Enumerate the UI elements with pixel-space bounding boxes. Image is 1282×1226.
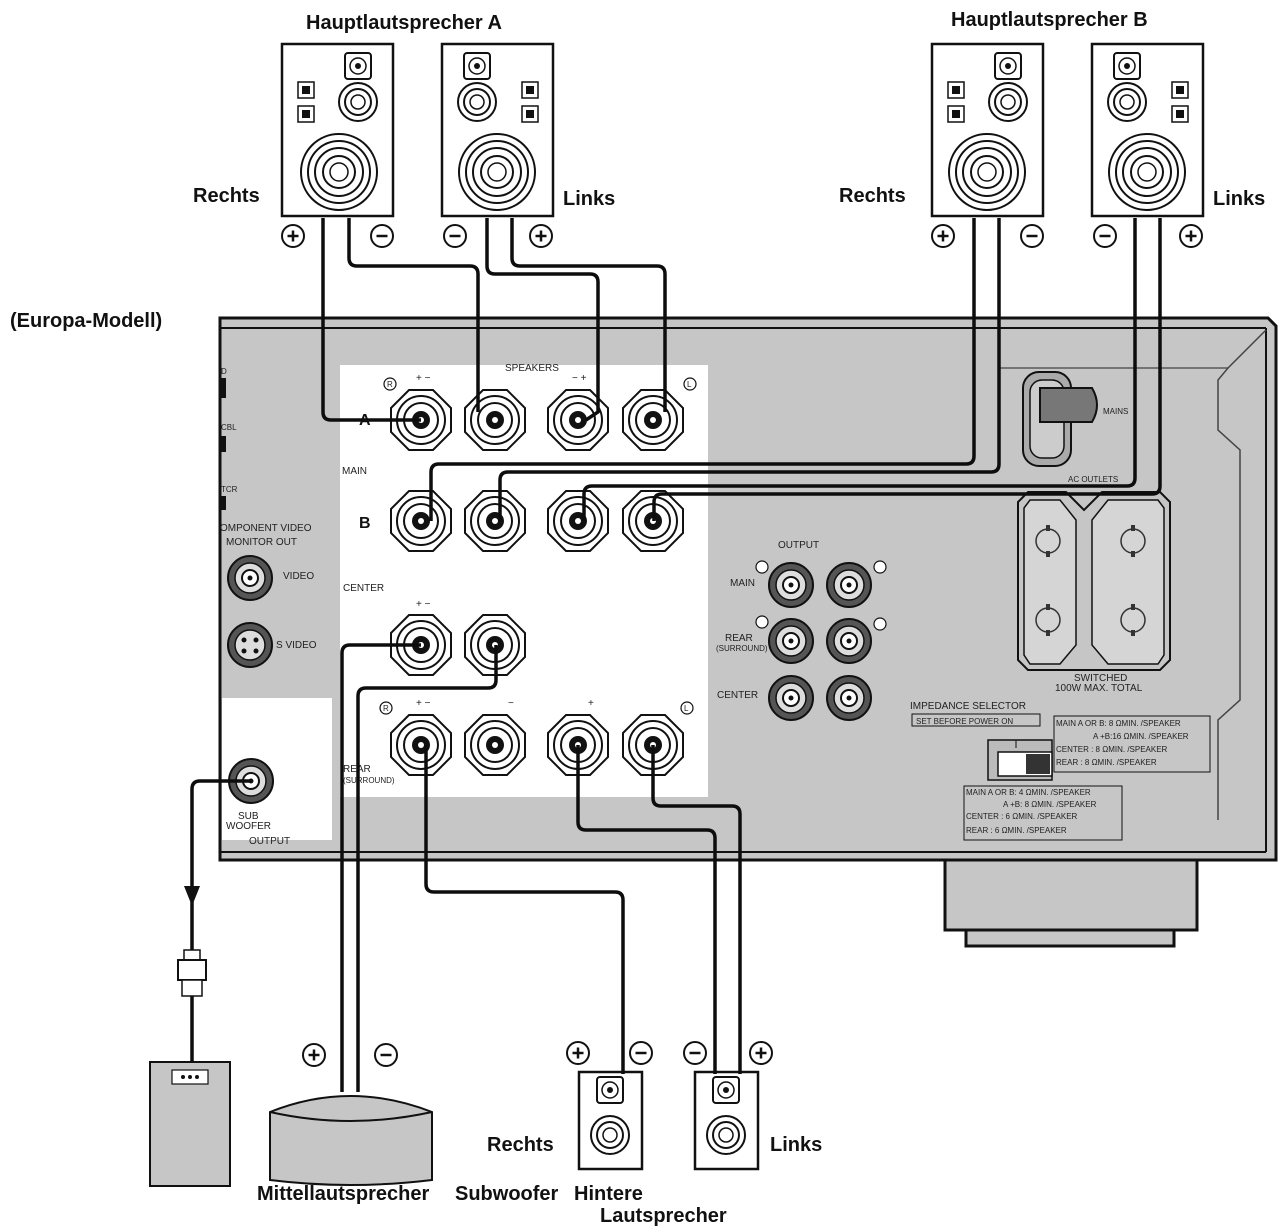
svg-text:MAIN: MAIN [730,578,755,589]
svg-text:OMPONENT VIDEO: OMPONENT VIDEO [220,523,312,534]
ch-l-tag-rear: L [680,701,694,715]
svg-text:REAR : 6 ΩMIN. /SPEAKE: REAR : 6 ΩMIN. /SPEAKER [966,826,1067,835]
svg-text:+ −: + − [416,698,431,709]
svg-text:REAR : 8 ΩMIN. /SPEAKE: REAR : 8 ΩMIN. /SPEAKER [1056,758,1157,767]
svg-text:WOOFER: WOOFER [226,821,271,832]
ch-r-tag-rear: R [379,701,393,715]
subwoofer-device [149,1061,231,1187]
label-rear-left: Links [770,1134,822,1156]
svg-text:SPEAKERS: SPEAKERS [505,363,559,374]
svg-text:SUB: SUB [238,811,259,822]
terminal-b-l-minus[interactable] [547,490,609,552]
svg-text:(SURROUND): (SURROUND) [716,644,768,653]
svg-text:CENTER : 8 ΩMIN. /SPEAKER: CENTER : 8 ΩMIN. /SPEAKER [1056,745,1168,754]
svg-text:D: D [221,367,227,376]
label-b-left: Links [1213,188,1265,210]
svg-text:TCR: TCR [221,485,238,494]
diagram-labels: Hauptlautsprecher A Hauptlautsprecher B … [10,9,1265,1226]
main-out-l-jack[interactable] [826,562,872,608]
svg-text:S VIDEO: S VIDEO [276,640,317,651]
svg-text:R: R [383,704,389,713]
speaker-b-left [1090,42,1205,218]
svg-text:A +B: 8 ΩMIN. /SPEAKER: A +B: 8 ΩMIN. /SPEAKER [1003,800,1097,809]
speaker-b-right [930,42,1045,218]
svg-text:MAIN A OR B: 8 ΩMIN. /SPEAKER: MAIN A OR B: 8 ΩMIN. /SPEAKER [1056,719,1181,728]
terminal-a-l-plus[interactable] [622,389,684,451]
rear-out-l-jack[interactable] [826,618,872,664]
svg-text:MAIN A OR B: 4 ΩMIN. /SPEAKER: MAIN A OR B: 4 ΩMIN. /SPEAKER [966,788,1091,797]
s-video-jack[interactable] [227,622,273,668]
speaker-a-right [280,42,395,218]
svg-text:(SURROUND): (SURROUND) [343,776,395,785]
label-a-left: Links [563,188,615,210]
ch-l-tag-main: L [683,377,697,391]
video-jack[interactable] [227,555,273,601]
ac-outlets: AC OUTLETS SWITCHED 100W MAX. TOTAL [1017,475,1171,694]
label-rear-right: Rechts [487,1134,554,1156]
terminal-b-r-plus[interactable] [390,490,452,552]
svg-text:R: R [387,380,393,389]
svg-text:OUTPUT: OUTPUT [249,836,290,847]
model-note: (Europa-Modell) [10,310,162,332]
terminal-rear-r-plus[interactable] [390,714,452,776]
impedance-selector: IMPEDANCE SELECTOR SET BEFORE POWER ON M… [910,701,1211,841]
label-b-right: Rechts [839,185,906,207]
svg-text:− +: − + [572,373,587,384]
svg-text:CENTER: CENTER [717,690,758,701]
speakers-b-title: Hauptlautsprecher B [951,9,1148,31]
svg-text:MONITOR OUT: MONITOR OUT [226,537,297,548]
label-rear-speakers-2: Lautsprecher [600,1205,727,1226]
left-panel: D CBL TCR OMPONENT VIDEO MONITOR OUT VID… [220,367,332,847]
rear-speaker-left [693,1070,760,1171]
label-center-speaker: Mittellautsprecher [257,1183,429,1205]
terminal-b-r-minus[interactable] [464,490,526,552]
svg-text:SET BEFORE POWER ON: SET BEFORE POWER ON [916,717,1013,726]
speaker-terminal-panel: SPEAKERS MAIN CENTER REAR (SURROUND) A B… [340,363,708,797]
svg-text:IMPEDANCE SELECTOR: IMPEDANCE SELECTOR [910,701,1026,712]
svg-text:+ −: + − [416,599,431,610]
svg-text:CENTER : 6 ΩMIN. /SPEAKER: CENTER : 6 ΩMIN. /SPEAKER [966,812,1078,821]
rca-plug-icon [177,949,207,997]
preamp-output-jacks: OUTPUT MAIN REAR (SURROUND) CENTER [716,540,887,721]
ch-r-tag-main: R [383,377,397,391]
center-speaker [269,1095,433,1186]
speakers-a-title: Hauptlautsprecher A [306,12,502,34]
svg-text:SWITCHED: SWITCHED [1074,673,1127,684]
svg-text:−: − [508,698,514,709]
polarity-markers-bottom [301,1040,774,1068]
terminal-a-r-minus[interactable] [464,389,526,451]
center-out-jack-1[interactable] [768,675,814,721]
label-a-right: Rechts [193,185,260,207]
speaker-wires [184,218,1162,1092]
impedance-switch[interactable] [997,751,1053,777]
label-rear-speakers-1: Hintere [574,1183,643,1205]
svg-text:B: B [359,515,371,532]
svg-text:OUTPUT: OUTPUT [778,540,819,551]
svg-text:+: + [588,698,594,709]
svg-text:CBL: CBL [221,423,237,432]
svg-text:MAINS: MAINS [1103,407,1128,416]
rear-out-r-jack[interactable] [768,618,814,664]
svg-text:L: L [687,380,692,389]
mains-inlet: MAINS [1022,371,1128,467]
svg-text:100W MAX. TOTAL: 100W MAX. TOTAL [1055,683,1143,694]
label-subwoofer: Subwoofer [455,1183,559,1205]
speaker-a-left [440,42,555,218]
svg-text:+ −: + − [416,373,431,384]
terminal-rear-r-minus[interactable] [464,714,526,776]
svg-text:REAR: REAR [725,633,753,644]
svg-text:VIDEO: VIDEO [283,571,314,582]
svg-text:MAIN: MAIN [342,466,367,477]
svg-text:L: L [684,704,689,713]
svg-text:CENTER: CENTER [343,583,384,594]
polarity-markers-top [280,223,1204,249]
svg-text:AC OUTLETS: AC OUTLETS [1068,475,1118,484]
center-out-jack-2[interactable] [826,675,872,721]
main-out-r-jack[interactable] [768,562,814,608]
svg-text:A +B:16 ΩMIN. /SPEAKER: A +B:16 ΩMIN. /SPEAKER [1093,732,1189,741]
rear-speaker-right [577,1070,644,1171]
